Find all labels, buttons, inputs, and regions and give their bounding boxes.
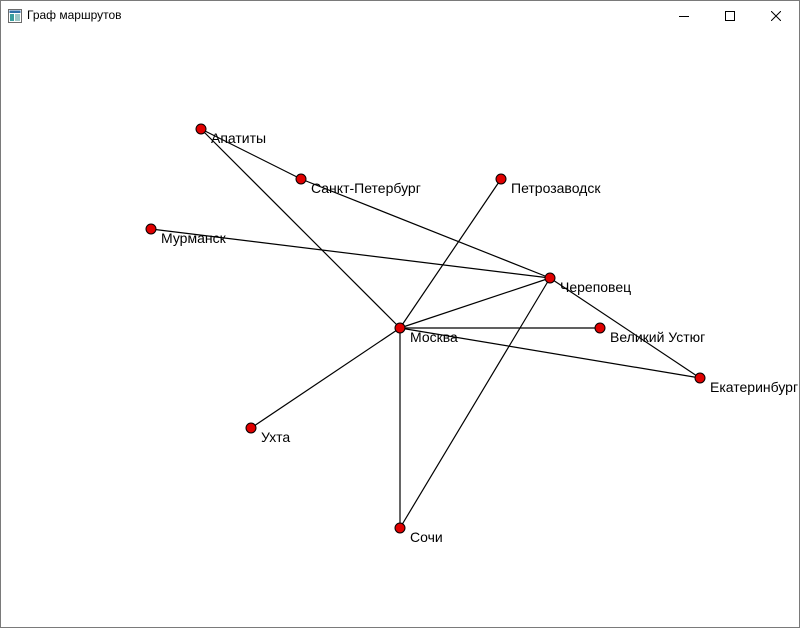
graph-node-sochi[interactable] — [394, 522, 406, 534]
graph-node-murmansk[interactable] — [145, 223, 157, 235]
graph-node-label-apatity: Апатиты — [211, 130, 266, 146]
graph-node-ekaterinburg[interactable] — [694, 372, 706, 384]
graph-node-label-petrozavodsk: Петрозаводск — [511, 180, 601, 196]
maximize-icon — [725, 11, 735, 21]
graph-node-apatity[interactable] — [195, 123, 207, 135]
graph-node-label-velikiy_ustyug: Великий Устюг — [610, 329, 705, 345]
graph-node-ukhta[interactable] — [245, 422, 257, 434]
close-button[interactable] — [753, 1, 799, 31]
graph-edge-cherepovets-ekaterinburg — [549, 277, 701, 379]
graph-node-label-sochi: Сочи — [410, 529, 443, 545]
graph-node-moscow[interactable] — [394, 322, 406, 334]
graph-node-label-moscow: Москва — [410, 329, 458, 345]
graph-node-petrozavodsk[interactable] — [495, 173, 507, 185]
graph-edge-moscow-ekaterinburg — [399, 327, 701, 379]
graph-node-spb[interactable] — [295, 173, 307, 185]
graph-edge-cherepovets-sochi — [399, 277, 551, 529]
nodes-layer — [145, 123, 706, 534]
graph-edge-murmansk-cherepovets — [150, 228, 551, 279]
graph-node-cherepovets[interactable] — [544, 272, 556, 284]
graph-edge-petrozavodsk-moscow — [399, 178, 502, 329]
graph-edge-apatity-moscow — [200, 128, 401, 329]
graph-node-label-spb: Санкт-Петербург — [311, 180, 421, 196]
app-window-icon — [8, 9, 22, 23]
graph-edge-apatity-spb — [200, 128, 302, 180]
close-icon — [771, 11, 781, 21]
graph-edge-cherepovets-moscow — [399, 277, 551, 329]
edges-layer — [150, 128, 701, 529]
graph-node-velikiy_ustyug[interactable] — [594, 322, 606, 334]
graph-node-label-ekaterinburg: Екатеринбург — [710, 379, 798, 395]
graph-edge-spb-cherepovets — [300, 178, 551, 279]
minimize-button[interactable] — [661, 1, 707, 31]
title-bar[interactable]: Граф маршрутов — [1, 1, 799, 31]
maximize-button[interactable] — [707, 1, 753, 31]
graph-edge-moscow-ukhta — [250, 327, 401, 429]
minimize-icon — [679, 16, 689, 17]
graph-node-label-ukhta: Ухта — [261, 429, 290, 445]
graph-node-label-murmansk: Мурманск — [161, 230, 227, 246]
graph-node-label-cherepovets: Череповец — [560, 279, 631, 295]
window-title: Граф маршрутов — [27, 8, 122, 22]
